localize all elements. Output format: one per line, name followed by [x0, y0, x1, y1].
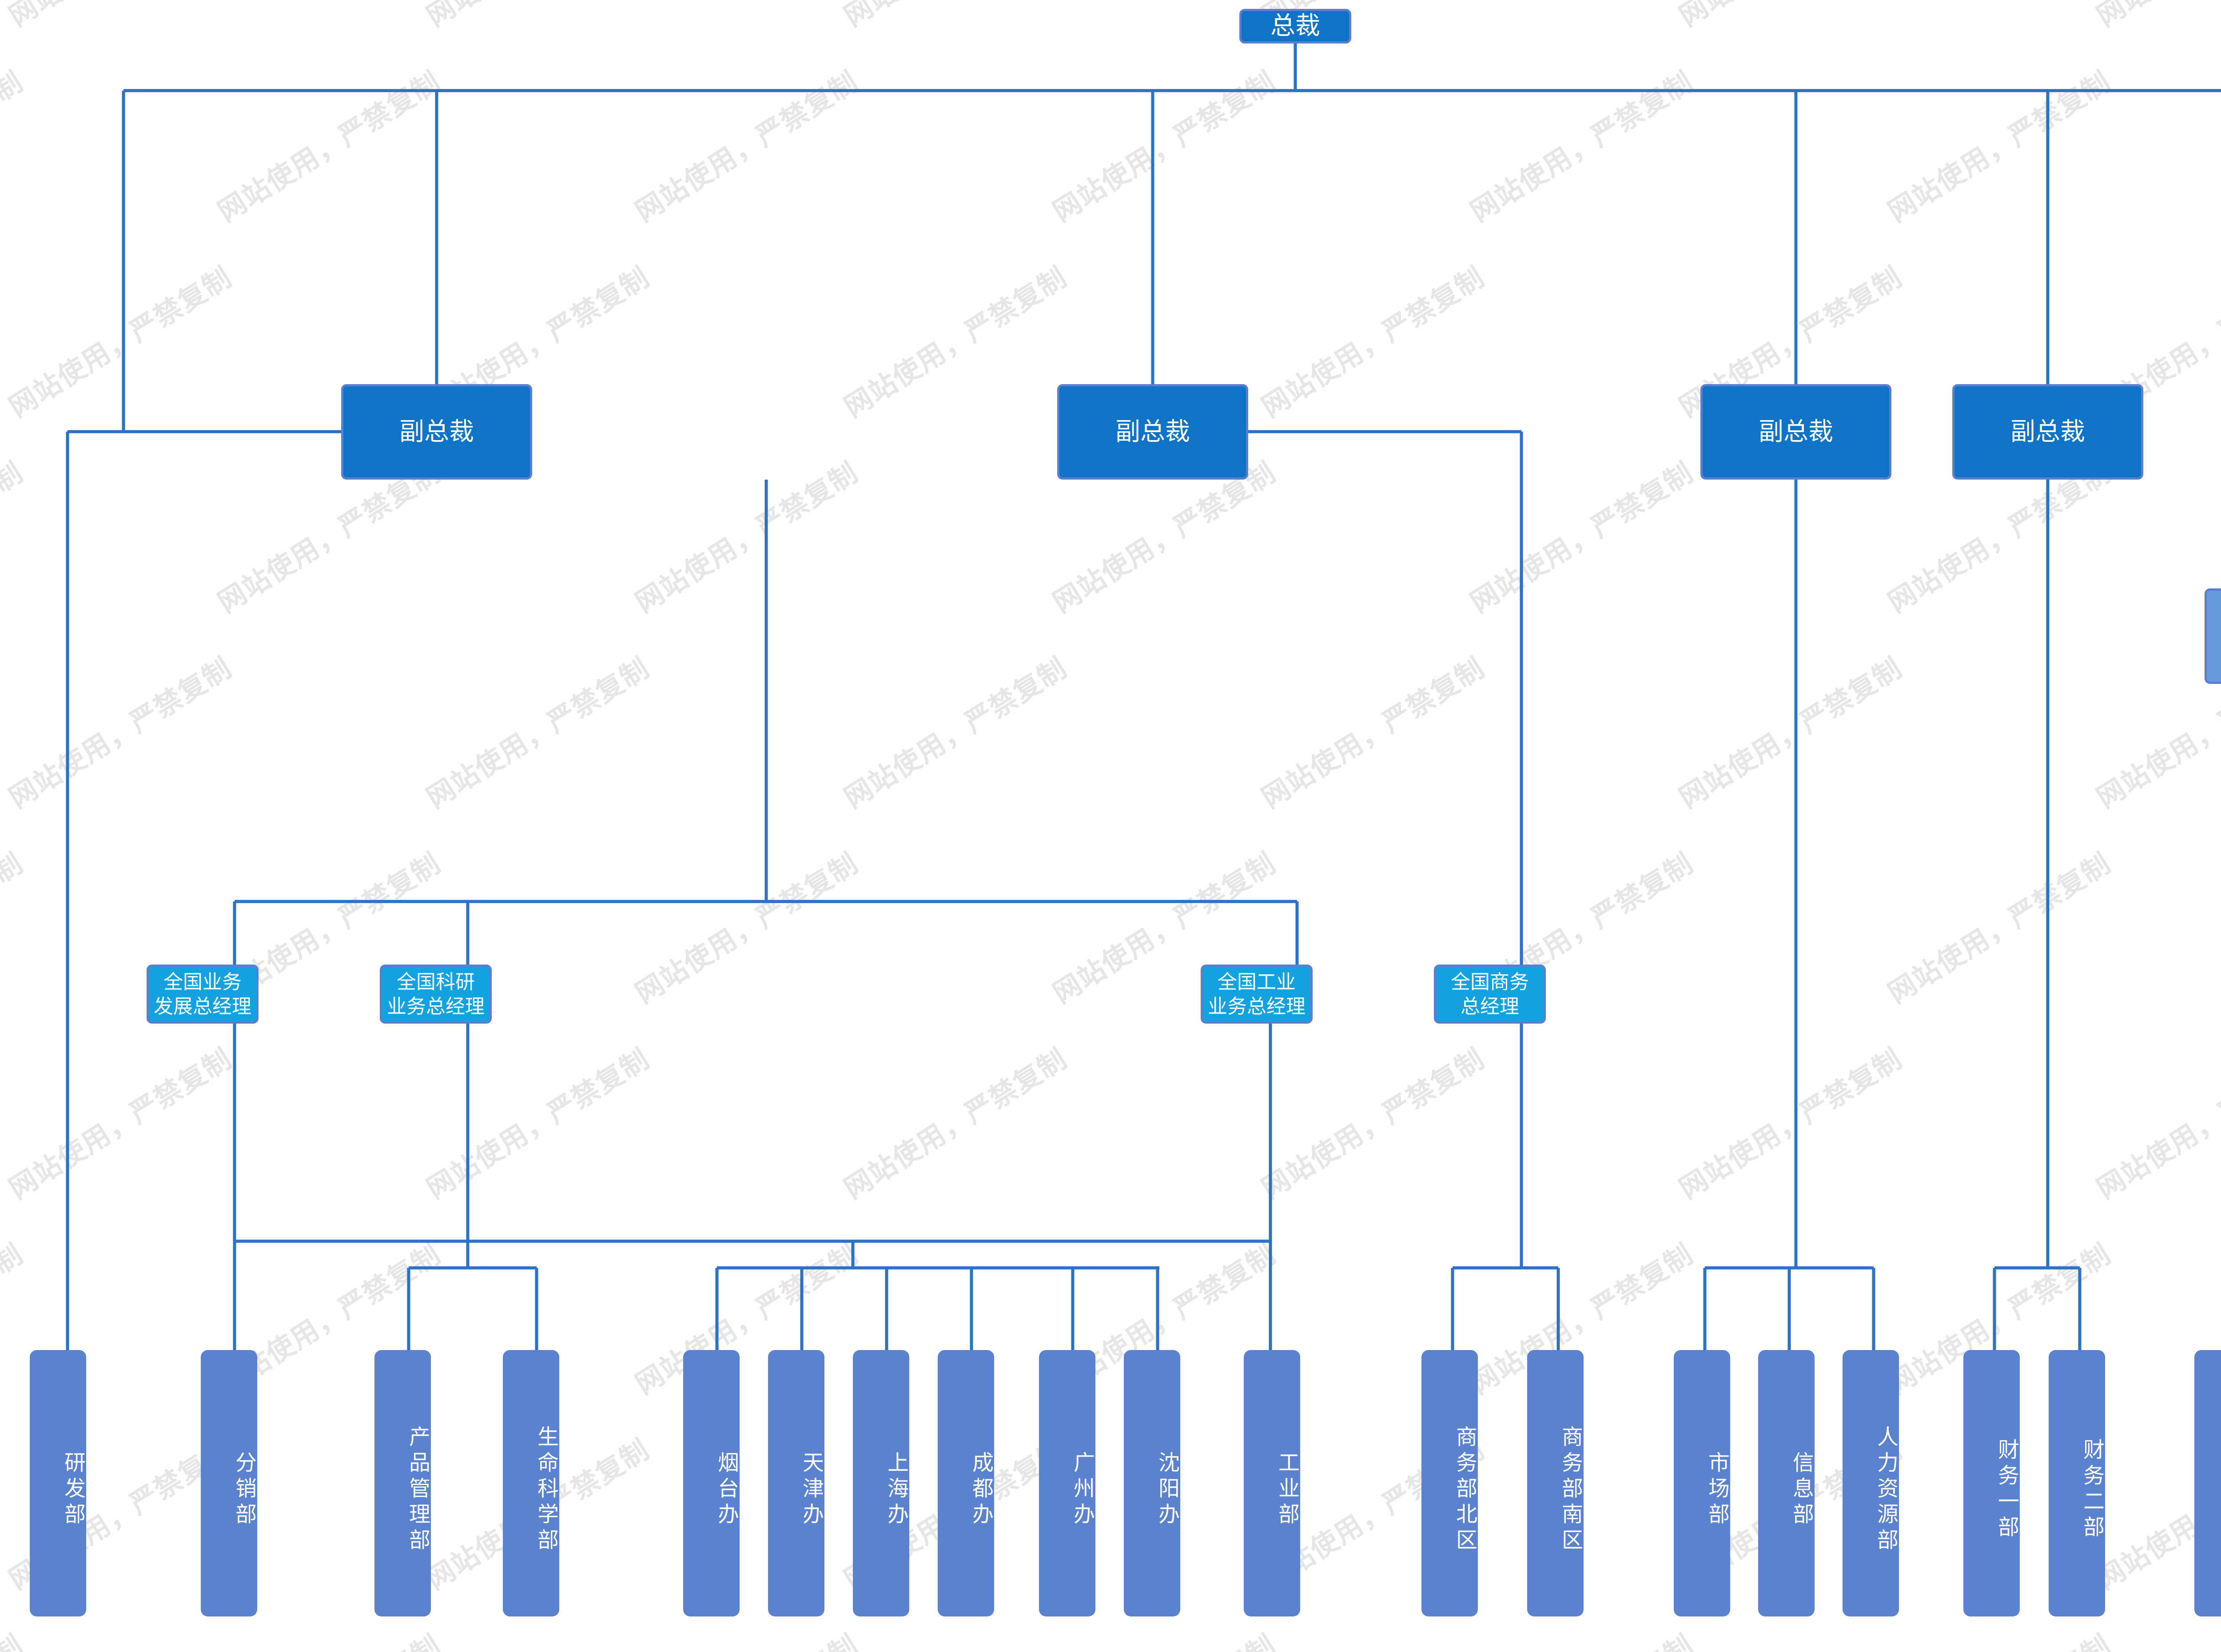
org-node-finance_1[interactable]: 财务一部	[1963, 1350, 2020, 1616]
org-node-gm_biz[interactable]: 全国业务 发展总经理	[147, 965, 259, 1024]
org-node-label: 信息部	[1789, 1451, 1814, 1529]
org-node-label: 副总裁	[399, 417, 474, 446]
org-node-market[interactable]: 市场部	[1674, 1350, 1730, 1616]
org-node-label: 成都办	[968, 1451, 993, 1529]
org-node-info[interactable]: 信息部	[1758, 1350, 1815, 1616]
org-node-label: 财务二部	[2079, 1438, 2104, 1541]
org-node-distribution[interactable]: 分销部	[201, 1350, 257, 1616]
org-node-rd[interactable]: 研发部	[30, 1350, 86, 1616]
org-node-assistant[interactable]: 总裁助理	[2205, 588, 2221, 684]
org-node-vp2[interactable]: 副总裁	[1057, 384, 1248, 480]
org-node-vp1[interactable]: 副总裁	[341, 384, 532, 480]
org-node-label: 副总裁	[1759, 417, 1833, 446]
org-node-shanghai[interactable]: 上海办	[853, 1350, 909, 1616]
org-node-label: 分销部	[231, 1451, 256, 1529]
org-node-comm_south[interactable]: 商务部南区	[1527, 1350, 1584, 1616]
org-node-label: 副总裁	[2010, 417, 2085, 446]
org-node-label: 上海办	[884, 1451, 908, 1529]
org-node-yantai[interactable]: 烟台办	[683, 1350, 740, 1616]
org-node-vp3[interactable]: 副总裁	[1700, 384, 1891, 480]
org-node-label: 产品管理部	[405, 1426, 430, 1554]
org-node-label: 人力资源部	[1873, 1426, 1898, 1554]
org-node-label: 天津办	[799, 1451, 824, 1529]
org-node-label: 商务部北区	[1452, 1426, 1477, 1554]
org-node-label: 工业部	[1274, 1451, 1299, 1529]
org-node-label: 烟台办	[714, 1451, 739, 1529]
org-node-label: 全国科研 业务总经理	[387, 970, 485, 1018]
org-node-label: 全国业务 发展总经理	[154, 970, 251, 1018]
org-node-shenyang[interactable]: 沈阳办	[1124, 1350, 1180, 1616]
org-node-gm_industry[interactable]: 全国工业 业务总经理	[1201, 965, 1313, 1024]
org-node-president[interactable]: 总裁	[1239, 9, 1351, 44]
org-node-guangzhou[interactable]: 广州办	[1039, 1350, 1095, 1616]
org-node-label: 沈阳办	[1154, 1451, 1179, 1529]
org-node-label: 生命科学部	[533, 1426, 558, 1554]
org-node-label: 商务部南区	[1558, 1426, 1583, 1554]
org-node-label: 市场部	[1704, 1451, 1729, 1529]
org-node-product_mgmt[interactable]: 产品管理部	[374, 1350, 431, 1616]
org-node-label: 研发部	[60, 1451, 85, 1529]
org-node-chengdu[interactable]: 成都办	[938, 1350, 994, 1616]
org-node-label: 总裁	[1270, 12, 1320, 40]
org-node-label: 全国商务 总经理	[1451, 970, 1529, 1018]
org-node-hr[interactable]: 人力资源部	[1843, 1350, 1899, 1616]
org-node-label: 财务一部	[1994, 1438, 2019, 1541]
org-node-vp4[interactable]: 副总裁	[1952, 384, 2143, 480]
org-node-label: 副总裁	[1115, 417, 1190, 446]
org-node-label: 全国工业 业务总经理	[1208, 970, 1306, 1018]
org-node-gm_commerce[interactable]: 全国商务 总经理	[1434, 965, 1546, 1024]
org-node-industry[interactable]: 工业部	[1244, 1350, 1300, 1616]
org-node-comm_north[interactable]: 商务部北区	[1421, 1350, 1478, 1616]
org-node-office[interactable]: 办公室	[2194, 1350, 2221, 1616]
org-node-finance_2[interactable]: 财务二部	[2049, 1350, 2105, 1616]
org-node-gm_research[interactable]: 全国科研 业务总经理	[380, 965, 492, 1024]
org-node-label: 广州办	[1070, 1451, 1095, 1529]
org-node-tianjin[interactable]: 天津办	[768, 1350, 824, 1616]
org-node-life_science[interactable]: 生命科学部	[503, 1350, 559, 1616]
